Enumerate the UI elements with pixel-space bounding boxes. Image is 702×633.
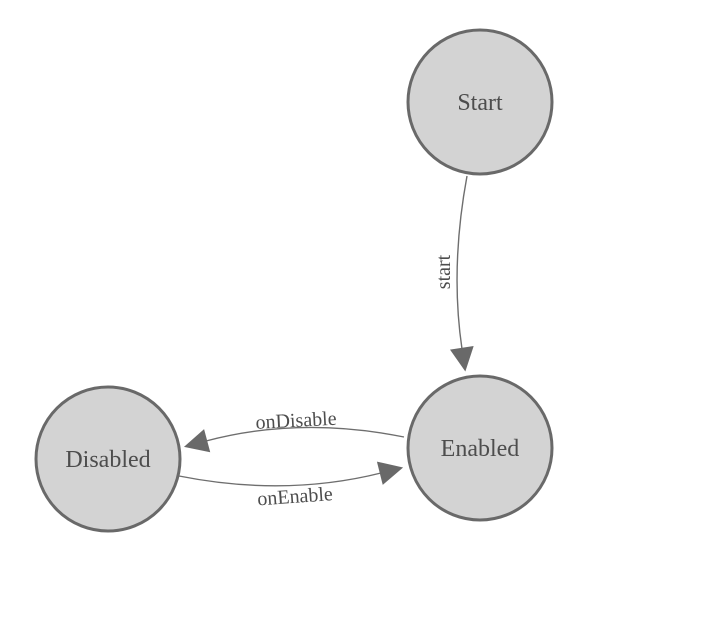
transition-label-disabled-to-enabled: onEnable (257, 483, 334, 510)
transition-edge-enabled-to-disabled[interactable] (183, 426, 405, 453)
transition-disabled-to-enabled[interactable]: onEnable (178, 461, 404, 510)
state-node-disabled[interactable]: Disabled (34, 385, 182, 533)
state-node-enabled[interactable]: Enabled (406, 374, 554, 522)
transition-edge-disabled-to-enabled[interactable] (178, 461, 404, 487)
transition-label-enabled-to-disabled: onDisable (255, 408, 337, 434)
state-node-label: Start (457, 90, 503, 116)
state-circle-disabled[interactable] (34, 385, 182, 533)
state-node-start[interactable]: Start (406, 28, 554, 176)
state-node-label: Enabled (441, 436, 520, 462)
state-circle-enabled[interactable] (406, 374, 554, 522)
state-circle-start[interactable] (406, 28, 554, 176)
transition-edge-start-to-enabled[interactable] (449, 175, 474, 372)
transition-start-to-enabled[interactable]: start (433, 175, 474, 372)
transition-enabled-to-disabled[interactable]: onDisable (183, 408, 405, 453)
state-node-label: Disabled (65, 447, 150, 473)
transition-label-start-to-enabled: start (433, 254, 455, 289)
